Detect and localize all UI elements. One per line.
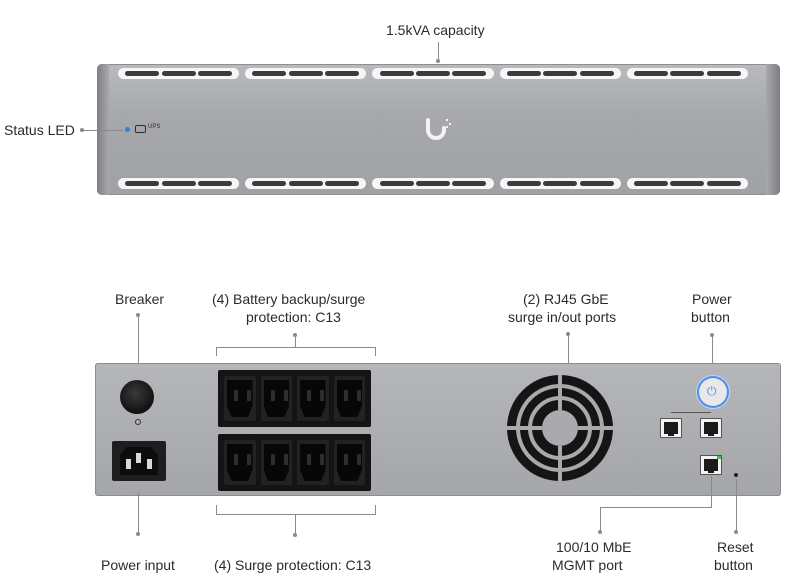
breaker-reset-mark [135, 419, 141, 425]
surge-outlets-label: (4) Surge protection: C13 [214, 557, 372, 573]
c13-outlet[interactable] [224, 376, 256, 421]
c13-outlet[interactable] [224, 440, 256, 485]
status-led-label: Status LED [4, 122, 75, 138]
breaker-switch[interactable] [120, 380, 154, 414]
battery-bracket-right [375, 347, 376, 356]
ups-led-text: UPS [148, 124, 161, 130]
vent-slot [372, 178, 494, 189]
vent-slot [372, 68, 494, 79]
c13-outlet[interactable] [333, 440, 365, 485]
power-button-label-line2: button [691, 309, 730, 325]
battery-bracket [216, 347, 376, 348]
reset-button[interactable] [734, 473, 738, 477]
front-bottom-vents [118, 178, 749, 192]
power-icon: ⏻ [707, 384, 717, 398]
battery-bracket-stem [295, 336, 296, 347]
surge-bracket [216, 514, 376, 515]
mgmt-leader-v [711, 476, 712, 507]
status-led-leader-dot [80, 128, 84, 132]
vent-slot [245, 178, 367, 189]
inlet-pin [147, 459, 152, 469]
vent-slot [626, 68, 749, 79]
capacity-leader [438, 42, 439, 60]
vent-slot [118, 178, 240, 189]
vent-slot [626, 178, 749, 189]
vent-slot [499, 178, 621, 189]
battery-bracket-left [216, 347, 217, 356]
battery-outlets-label-line1: (4) Battery backup/surge [212, 291, 366, 307]
rj45-leader-dot [566, 332, 570, 336]
reset-label-line2: button [714, 557, 753, 573]
mgmt-port-led [717, 456, 721, 459]
inlet-socket [120, 447, 158, 475]
surge-leader-dot [293, 533, 297, 537]
power-input-leader [138, 492, 139, 533]
vent-slot [245, 68, 367, 79]
battery-icon [135, 125, 146, 133]
fan-grille-icon [507, 375, 613, 481]
mgmt-leader-h [600, 507, 712, 508]
c13-outlet[interactable] [297, 376, 329, 421]
front-panel-right-edge [766, 64, 780, 195]
reset-label-line1: Reset [717, 539, 754, 555]
capacity-label: 1.5kVA capacity [386, 22, 485, 38]
battery-outlets-label-line2: protection: C13 [246, 309, 341, 325]
rj45-leader-v [568, 335, 569, 370]
c13-outlet[interactable] [260, 440, 292, 485]
vent-slot [118, 68, 240, 79]
surge-bracket-stem [295, 514, 296, 534]
c13-outlet[interactable] [297, 440, 329, 485]
rj45-pair-bracket [671, 412, 711, 413]
mgmt-leader-dot [598, 530, 602, 534]
c13-outlet[interactable] [333, 376, 365, 421]
vent-slot [499, 68, 621, 79]
battery-outlet-bank [218, 370, 371, 427]
c14-power-inlet[interactable] [112, 441, 166, 481]
front-panel-left-edge [97, 64, 109, 195]
mgmt-port[interactable] [700, 455, 722, 475]
surge-outlet-bank [218, 434, 371, 491]
ups-front-panel [97, 64, 780, 195]
battery-leader-dot [293, 333, 297, 337]
inlet-pin [126, 459, 131, 469]
ubiquiti-logo [426, 118, 451, 140]
status-led [125, 127, 130, 132]
rj45-surge-in-port[interactable] [660, 418, 682, 438]
power-button[interactable]: ⏻ [699, 378, 727, 406]
power-leader-dot [710, 333, 714, 337]
rj45-surge-out-port[interactable] [700, 418, 722, 438]
reset-leader [736, 479, 737, 531]
reset-leader-dot [734, 530, 738, 534]
rj45-label-line1: (2) RJ45 GbE [523, 291, 609, 307]
rj45-label-line2: surge in/out ports [508, 309, 617, 325]
power-input-label: Power input [101, 557, 175, 573]
breaker-leader [138, 316, 139, 376]
status-led-leader [80, 130, 124, 131]
surge-bracket-left [216, 505, 217, 514]
breaker-label: Breaker [115, 291, 165, 307]
surge-bracket-right [375, 505, 376, 514]
mgmt-label-line1: 100/10 MbE [556, 539, 632, 555]
mgmt-leader-v2 [600, 507, 601, 531]
front-top-vents [118, 68, 749, 82]
breaker-leader-dot [136, 313, 140, 317]
power-input-leader-dot [136, 532, 140, 536]
capacity-leader-dot [436, 59, 440, 63]
power-button-label-line1: Power [692, 291, 732, 307]
mgmt-label-line2: MGMT port [552, 557, 623, 573]
power-leader [712, 336, 713, 376]
c13-outlet[interactable] [260, 376, 292, 421]
inlet-pin [136, 453, 141, 463]
